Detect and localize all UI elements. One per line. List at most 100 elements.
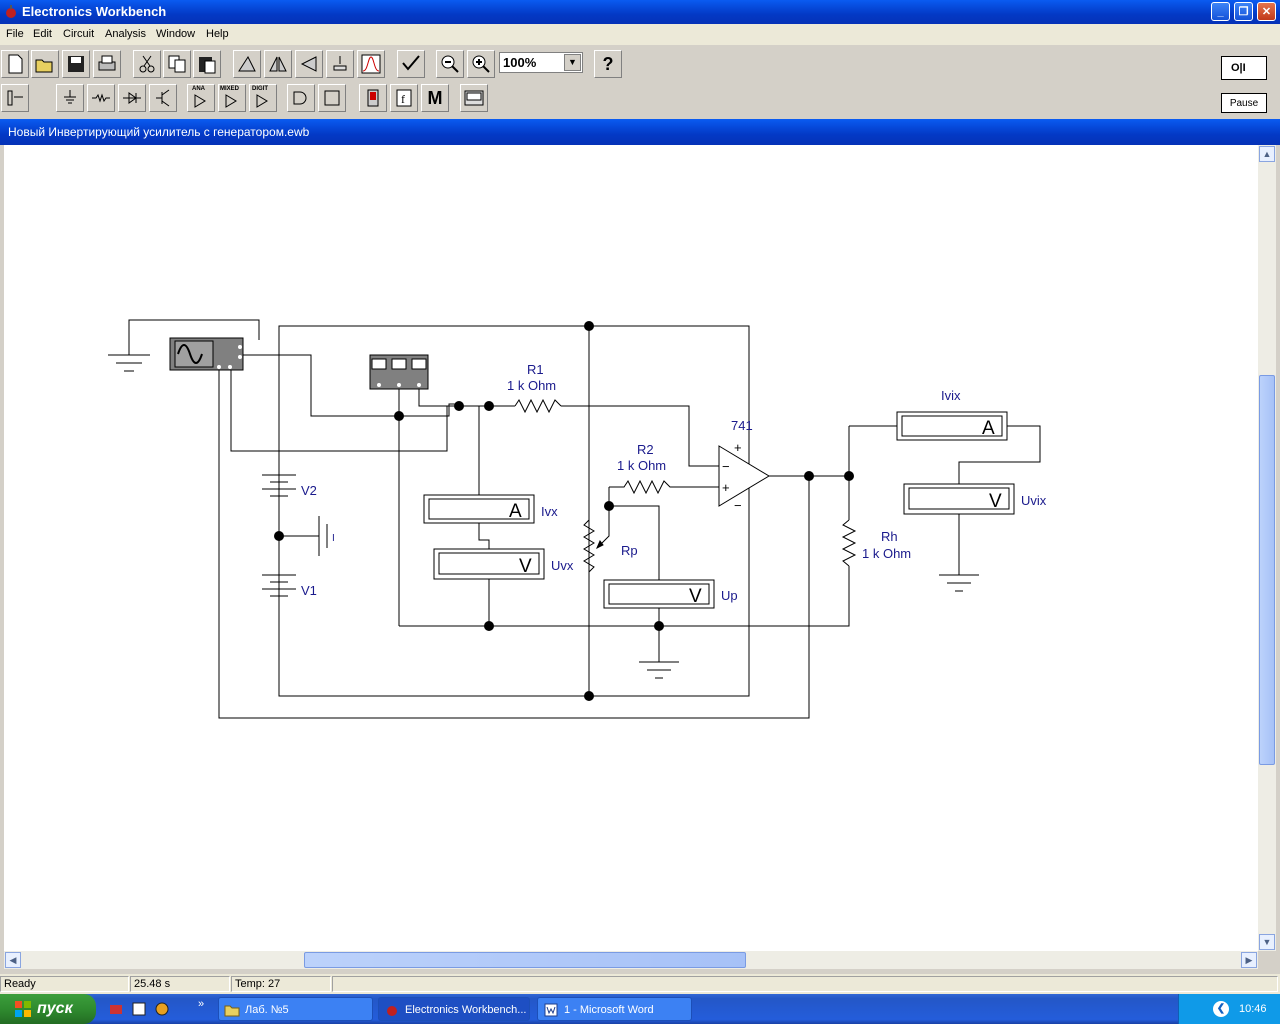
maximize-button[interactable]: ❐ [1234, 2, 1253, 21]
diodes-bin-button[interactable] [118, 84, 146, 112]
printer-icon [98, 55, 116, 71]
task-word[interactable]: 1 - Microsoft Word [537, 997, 692, 1021]
task-ewb-label: Electronics Workbench... [405, 1004, 527, 1016]
help-button[interactable]: ? [594, 50, 622, 78]
menu-window[interactable]: Window [156, 28, 196, 40]
ivx-label: Ivx [541, 504, 558, 519]
cut-button[interactable] [133, 50, 161, 78]
quicklaunch-browser-icon[interactable] [154, 1001, 170, 1017]
vertical-scroll-thumb[interactable] [1259, 375, 1275, 765]
close-button[interactable]: ✕ [1257, 2, 1276, 21]
tray-expand-icon[interactable]: ❮ [1213, 1001, 1229, 1017]
voltmeter-uvix[interactable]: V [903, 483, 1015, 515]
paste-button[interactable] [193, 50, 221, 78]
status-time: 25.48 s [130, 976, 230, 992]
logic-gates-bin-button[interactable] [287, 84, 315, 112]
rotate-icon [238, 55, 256, 72]
digital-bin-button[interactable] [318, 84, 346, 112]
function-generator[interactable] [169, 337, 244, 371]
controls-bin-button[interactable]: f [390, 84, 418, 112]
zoom-in-icon [472, 55, 490, 73]
scroll-down-icon[interactable]: ▼ [1259, 934, 1275, 950]
title-bar: Electronics Workbench _ ❐ ✕ [0, 0, 1280, 24]
zoom-out-button[interactable] [436, 50, 464, 78]
word-icon [544, 1003, 558, 1017]
r2-label: R2 [637, 442, 654, 457]
miscellaneous-bin-button[interactable]: M [421, 84, 449, 112]
help-label: ? [602, 53, 614, 74]
opamp-label: 741 [731, 418, 753, 433]
horizontal-scroll-thumb[interactable] [304, 952, 746, 968]
basic-bin-button[interactable] [87, 84, 115, 112]
flip-horizontal-button[interactable] [264, 50, 292, 78]
component-properties-icon [333, 56, 347, 71]
task-lab5[interactable]: Лаб. №5 [218, 997, 373, 1021]
power-switch[interactable]: O|I [1221, 56, 1267, 80]
vertical-scrollbar[interactable]: ▲ ▼ [1258, 145, 1276, 951]
sources-bin-button[interactable] [56, 84, 84, 112]
ammeter-ivix[interactable]: A [896, 411, 1008, 441]
new-file-button[interactable] [1, 50, 29, 78]
digital-label: DIGIT [252, 86, 268, 92]
indicators-bin-button[interactable] [359, 84, 387, 112]
pause-button[interactable]: Pause [1221, 93, 1267, 113]
zoom-in-button[interactable] [467, 50, 495, 78]
diode-icon [123, 92, 141, 104]
chevron-down-icon[interactable]: ▼ [564, 54, 581, 71]
quicklaunch-app-icon[interactable] [108, 1001, 124, 1017]
copy-button[interactable] [163, 50, 191, 78]
schematic-canvas[interactable]: A V V A V R1 1 k Ohm R2 1 k Ohm Rh 1 k O… [4, 145, 1258, 951]
graph-button[interactable] [357, 50, 385, 78]
flip-vertical-button[interactable] [295, 50, 323, 78]
component-properties-button[interactable] [326, 50, 354, 78]
transistors-bin-button[interactable] [149, 84, 177, 112]
zoom-value: 100% [503, 55, 537, 70]
instruments-bin-button[interactable] [460, 84, 488, 112]
menu-help[interactable]: Help [206, 28, 229, 40]
menu-bar: File Edit Circuit Analysis Window Help [0, 24, 1280, 45]
ivix-label: Ivix [941, 388, 961, 403]
opamp-minus-bottom: − [734, 498, 742, 513]
task-word-label: 1 - Microsoft Word [564, 1004, 654, 1016]
menu-edit[interactable]: Edit [33, 28, 52, 40]
scroll-left-icon[interactable]: ◀ [5, 952, 21, 968]
open-file-button[interactable] [31, 50, 59, 78]
favorites-bin-button[interactable] [1, 84, 29, 112]
ammeter-ivx[interactable]: A [423, 494, 535, 524]
rh-label: Rh [881, 529, 898, 544]
menu-analysis[interactable]: Analysis [105, 28, 146, 40]
quicklaunch-chevron[interactable]: » [198, 998, 205, 1010]
junctions [274, 321, 854, 701]
rotate-button[interactable] [233, 50, 261, 78]
menu-circuit[interactable]: Circuit [63, 28, 95, 40]
oscilloscope[interactable] [369, 354, 429, 390]
document-title: Новый Инвертирующий усилитель с генерато… [8, 125, 310, 139]
horizontal-scrollbar[interactable]: ◀ ▶ [4, 951, 1258, 969]
scroll-up-icon[interactable]: ▲ [1259, 146, 1275, 162]
subcircuit-button[interactable] [397, 50, 425, 78]
save-button[interactable] [62, 50, 90, 78]
digital-ics-bin-button[interactable]: DIGIT [249, 84, 277, 112]
voltmeter-uvx[interactable]: V [433, 548, 545, 580]
scroll-right-icon[interactable]: ▶ [1241, 952, 1257, 968]
ammeter-ivix-symbol: A [982, 418, 995, 439]
app-icon [6, 5, 16, 18]
analog-ics-bin-button[interactable]: ANA [187, 84, 215, 112]
clock: 10:46 [1239, 1003, 1267, 1015]
menu-file[interactable]: File [6, 28, 24, 40]
start-button[interactable]: пуск [0, 994, 96, 1024]
indicator-icon [367, 89, 379, 107]
analog-ic-icon [194, 94, 206, 108]
opamp-plus-top: + [734, 440, 742, 455]
quicklaunch-desktop-icon[interactable] [131, 1001, 147, 1017]
zoom-select[interactable]: 100% ▼ [499, 52, 583, 73]
print-button[interactable] [93, 50, 121, 78]
mixed-ics-bin-button[interactable]: MIXED [218, 84, 246, 112]
task-electronics-workbench[interactable]: Electronics Workbench... [378, 997, 530, 1021]
voltmeter-up[interactable]: V [603, 579, 715, 609]
v2-label: V2 [301, 483, 317, 498]
status-bar: Ready 25.48 s Temp: 27 [0, 974, 1280, 994]
new-file-icon [8, 54, 23, 74]
minimize-button[interactable]: _ [1211, 2, 1230, 21]
task-lab5-label: Лаб. №5 [245, 1004, 289, 1016]
